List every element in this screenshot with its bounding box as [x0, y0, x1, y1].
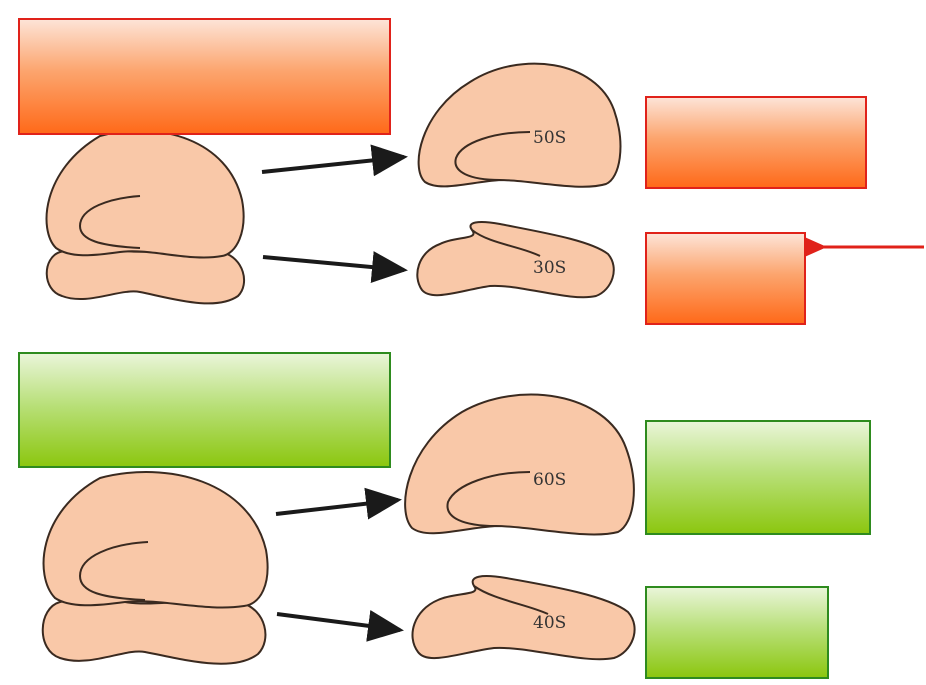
arrow-to-30s: [262, 251, 408, 283]
prokaryote-large-subunit: [417, 62, 622, 188]
arrow-to-60s: [275, 487, 402, 520]
large-subunit-50s-box[interactable]: [645, 96, 867, 189]
eukaryote-small-subunit: [411, 575, 636, 661]
subunit-40s-label: 40S: [533, 613, 566, 633]
eukaryote-title-box[interactable]: [18, 352, 391, 468]
prokaryote-title-box[interactable]: [18, 18, 391, 135]
prokaryote-whole-ribosome: [45, 129, 246, 305]
large-subunit-60s-box[interactable]: [645, 420, 871, 535]
eukaryote-whole-ribosome: [41, 471, 269, 665]
arrow-to-50s: [261, 144, 408, 177]
prokaryote-small-subunit: [416, 221, 615, 299]
small-subunit-30s-box[interactable]: [645, 232, 806, 325]
subunit-50s-label: 50S: [533, 128, 566, 148]
subunit-30s-label: 30S: [533, 258, 566, 278]
small-subunit-40s-box[interactable]: [645, 586, 829, 679]
subunit-60s-label: 60S: [533, 470, 566, 490]
arrow-to-40s: [276, 610, 404, 642]
eukaryote-large-subunit: [404, 393, 635, 536]
